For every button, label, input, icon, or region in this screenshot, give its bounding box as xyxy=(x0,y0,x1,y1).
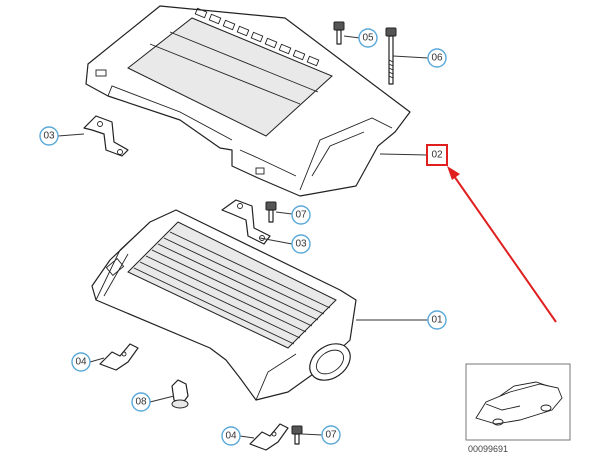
bolt-06-part xyxy=(385,27,397,85)
callout-01: 01 xyxy=(427,310,447,330)
callout-label: 01 xyxy=(431,315,443,326)
callout-07-bottom: 07 xyxy=(321,425,341,445)
highlight-box xyxy=(426,144,448,166)
callout-04-bottom: 04 xyxy=(221,426,241,446)
bracket-03-upper-part xyxy=(83,115,129,157)
callout-04-left: 04 xyxy=(71,352,91,372)
callout-06: 06 xyxy=(427,48,447,68)
vehicle-thumbnail: 00099691 xyxy=(465,363,571,454)
car-icon xyxy=(475,381,563,426)
callout-label: 07 xyxy=(295,210,307,221)
callout-02: 02 xyxy=(431,150,443,161)
callout-label: 07 xyxy=(325,430,337,441)
bolt-05-part xyxy=(333,21,345,45)
callout-label: 04 xyxy=(225,431,237,442)
callout-label: 03 xyxy=(43,131,55,142)
callout-label: 08 xyxy=(135,397,147,408)
red-arrowhead-icon xyxy=(447,166,460,180)
callout-label: 05 xyxy=(362,33,374,44)
red-arrow xyxy=(453,175,557,323)
leader-lines xyxy=(57,35,429,439)
bracket-04-bottom-part xyxy=(249,423,289,451)
thumbnail-code: 00099691 xyxy=(468,444,508,454)
clip-08-part xyxy=(171,379,189,409)
callout-label: 06 xyxy=(431,53,443,64)
callout-label: 04 xyxy=(75,357,87,368)
intercooler-core-part xyxy=(91,209,357,401)
callout-05: 05 xyxy=(358,28,378,48)
bracket-04-left-part xyxy=(99,343,139,371)
core-fins xyxy=(133,231,331,345)
intercooler-cover-part xyxy=(85,5,411,197)
callout-label: 03 xyxy=(295,239,307,250)
bolt-07-bottom-part xyxy=(291,425,303,445)
callout-08: 08 xyxy=(131,392,151,412)
cover-vent-slots xyxy=(194,7,320,67)
bracket-03-lower-part xyxy=(221,199,271,245)
callout-label: 02 xyxy=(431,150,443,161)
callout-03-upper: 03 xyxy=(39,126,59,146)
callout-03-lower: 03 xyxy=(291,234,311,254)
bolt-07-upper-part xyxy=(265,201,277,223)
callout-07-upper: 07 xyxy=(291,205,311,225)
